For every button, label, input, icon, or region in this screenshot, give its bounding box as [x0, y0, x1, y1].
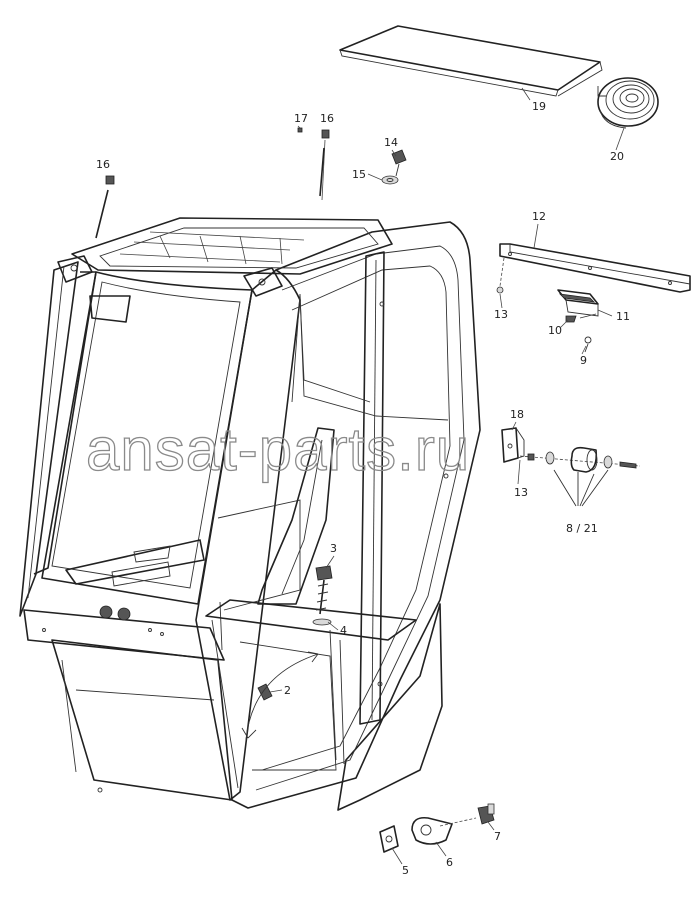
callout-3: 3 [330, 542, 337, 555]
callout-5: 5 [402, 864, 409, 877]
callout-16-left: 16 [96, 158, 110, 171]
cab-body [19, 217, 481, 811]
callout-14: 14 [384, 136, 398, 149]
part-9-10-11-lamp [557, 289, 599, 353]
part-14-15-bolt-washer [381, 149, 407, 185]
callout-11: 11 [616, 310, 630, 323]
part-16-17-fasteners [95, 127, 330, 239]
part-2-clip [241, 651, 319, 741]
part-5-6-7-hinge [379, 803, 495, 853]
watermark-text: ansat-parts.ru [86, 416, 470, 483]
callout-19: 19 [532, 100, 546, 113]
part-20-coil [597, 77, 659, 129]
part-12-rail [496, 243, 691, 294]
callout-10: 10 [548, 324, 562, 337]
callout-20: 20 [610, 150, 624, 163]
callout-9: 9 [580, 354, 587, 367]
callout-16-top: 16 [320, 112, 334, 125]
part-19-roof-panel [339, 25, 603, 97]
callout-18: 18 [510, 408, 524, 421]
callout-4: 4 [340, 624, 347, 637]
part-3-4-bolt [312, 565, 333, 626]
callout-7: 7 [494, 830, 501, 843]
callout-2: 2 [284, 684, 291, 697]
callout-13-top: 13 [494, 308, 508, 321]
callout-13-bottom: 13 [514, 486, 528, 499]
callout-17: 17 [294, 112, 308, 125]
leader-lines [269, 87, 625, 865]
part-18-bracket [501, 427, 525, 463]
callout-15: 15 [352, 168, 366, 181]
callout-12: 12 [532, 210, 546, 223]
callout-6: 6 [446, 856, 453, 869]
part-8-21-fittings [519, 446, 641, 507]
callout-8-21: 8 / 21 [566, 522, 598, 535]
